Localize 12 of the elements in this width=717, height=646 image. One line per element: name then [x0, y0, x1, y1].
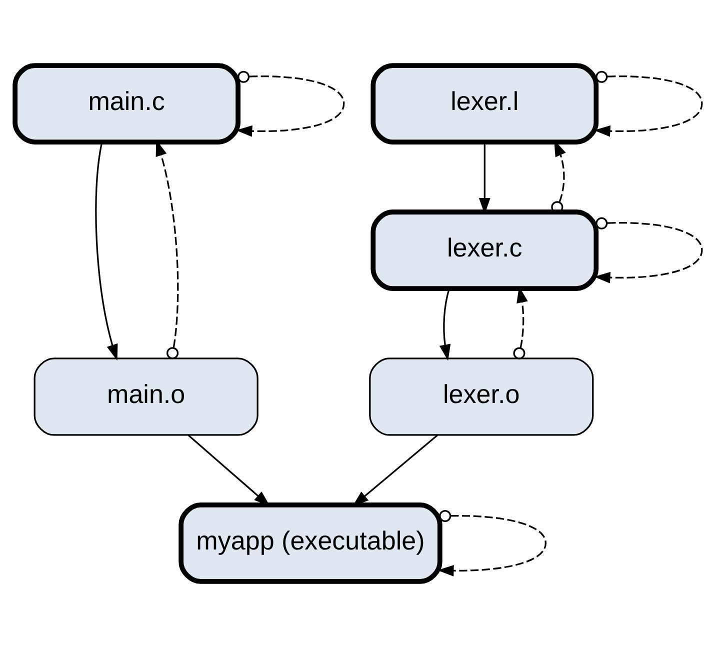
arrow: [439, 288, 451, 360]
node-box: lexer.o: [369, 357, 594, 436]
arrow: [594, 70, 703, 136]
arrow: [437, 509, 546, 576]
node-box: lexer.c: [370, 209, 599, 290]
node-box: main.c: [12, 62, 240, 144]
node-box: main.o: [34, 357, 258, 436]
arrow: [594, 216, 703, 283]
arrow: [236, 70, 345, 136]
node-box: myapp (executable): [178, 502, 442, 584]
node-box: lexer.l: [370, 62, 599, 144]
arrow: [156, 139, 179, 359]
